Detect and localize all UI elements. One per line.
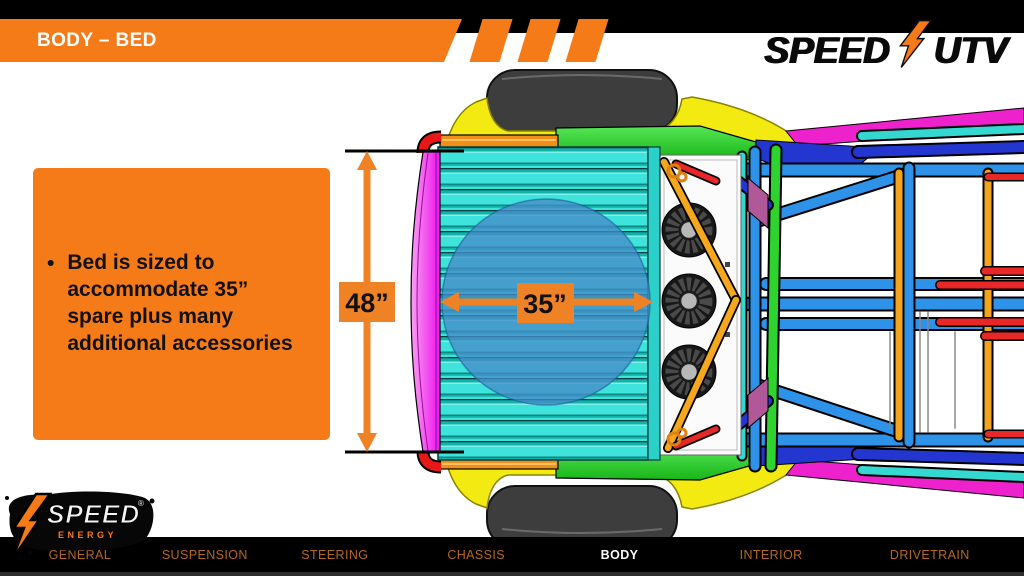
rear-panel-top — [785, 107, 1024, 147]
nav-item-steering[interactable]: STEERING — [301, 548, 369, 562]
lightning-bolt-icon — [898, 19, 931, 68]
speed-utv-logo: SPEED UTV — [764, 19, 1008, 74]
footer-speed: SPEED — [47, 499, 140, 529]
tire-top — [486, 69, 678, 133]
bed-top-view-diagram: 48” 35” — [339, 69, 1024, 540]
rear-bulkhead-tubes — [731, 143, 783, 473]
spare-diameter-label: 35” — [523, 289, 567, 319]
footer-energy: ENERGY — [58, 530, 117, 540]
tailgate — [410, 151, 441, 453]
callout-box: • Bed is sized to accommodate 35” spare … — [33, 168, 330, 440]
fan-panel — [659, 154, 742, 456]
nav-item-interior[interactable]: INTERIOR — [739, 548, 803, 562]
nav-item-drivetrain[interactable]: DRIVETRAIN — [889, 548, 970, 562]
dimension-annotations: 48” 35” — [339, 149, 653, 454]
brand-speed: SPEED — [764, 30, 890, 71]
nav-item-general[interactable]: GENERAL — [48, 548, 112, 562]
lightning-bolt-icon — [10, 492, 53, 561]
footer-registered: ® — [138, 499, 144, 508]
bed-width-label: 48” — [345, 288, 389, 318]
bottom-nav: GENERAL SUSPENSION STEERING CHASSIS BODY… — [0, 537, 1024, 576]
chassis-tubes — [685, 161, 1024, 449]
header-bar: BODY – BED — [0, 19, 462, 62]
brand-utv: UTV — [934, 30, 1008, 71]
nav-item-body[interactable]: BODY — [600, 548, 639, 562]
bullet-marker: • — [47, 252, 55, 275]
nav-item-chassis[interactable]: CHASSIS — [447, 548, 505, 562]
nav-item-suspension[interactable]: SUSPENSION — [161, 548, 248, 562]
page-title: BODY – BED — [37, 30, 157, 51]
tire-bottom — [486, 485, 678, 540]
rear-panel-bottom — [785, 459, 1024, 499]
callout-text: Bed is sized to accommodate 35” spare pl… — [67, 251, 293, 355]
fan-braces — [659, 157, 741, 453]
speed-energy-logo: SPEED ® ENERGY — [5, 491, 155, 561]
